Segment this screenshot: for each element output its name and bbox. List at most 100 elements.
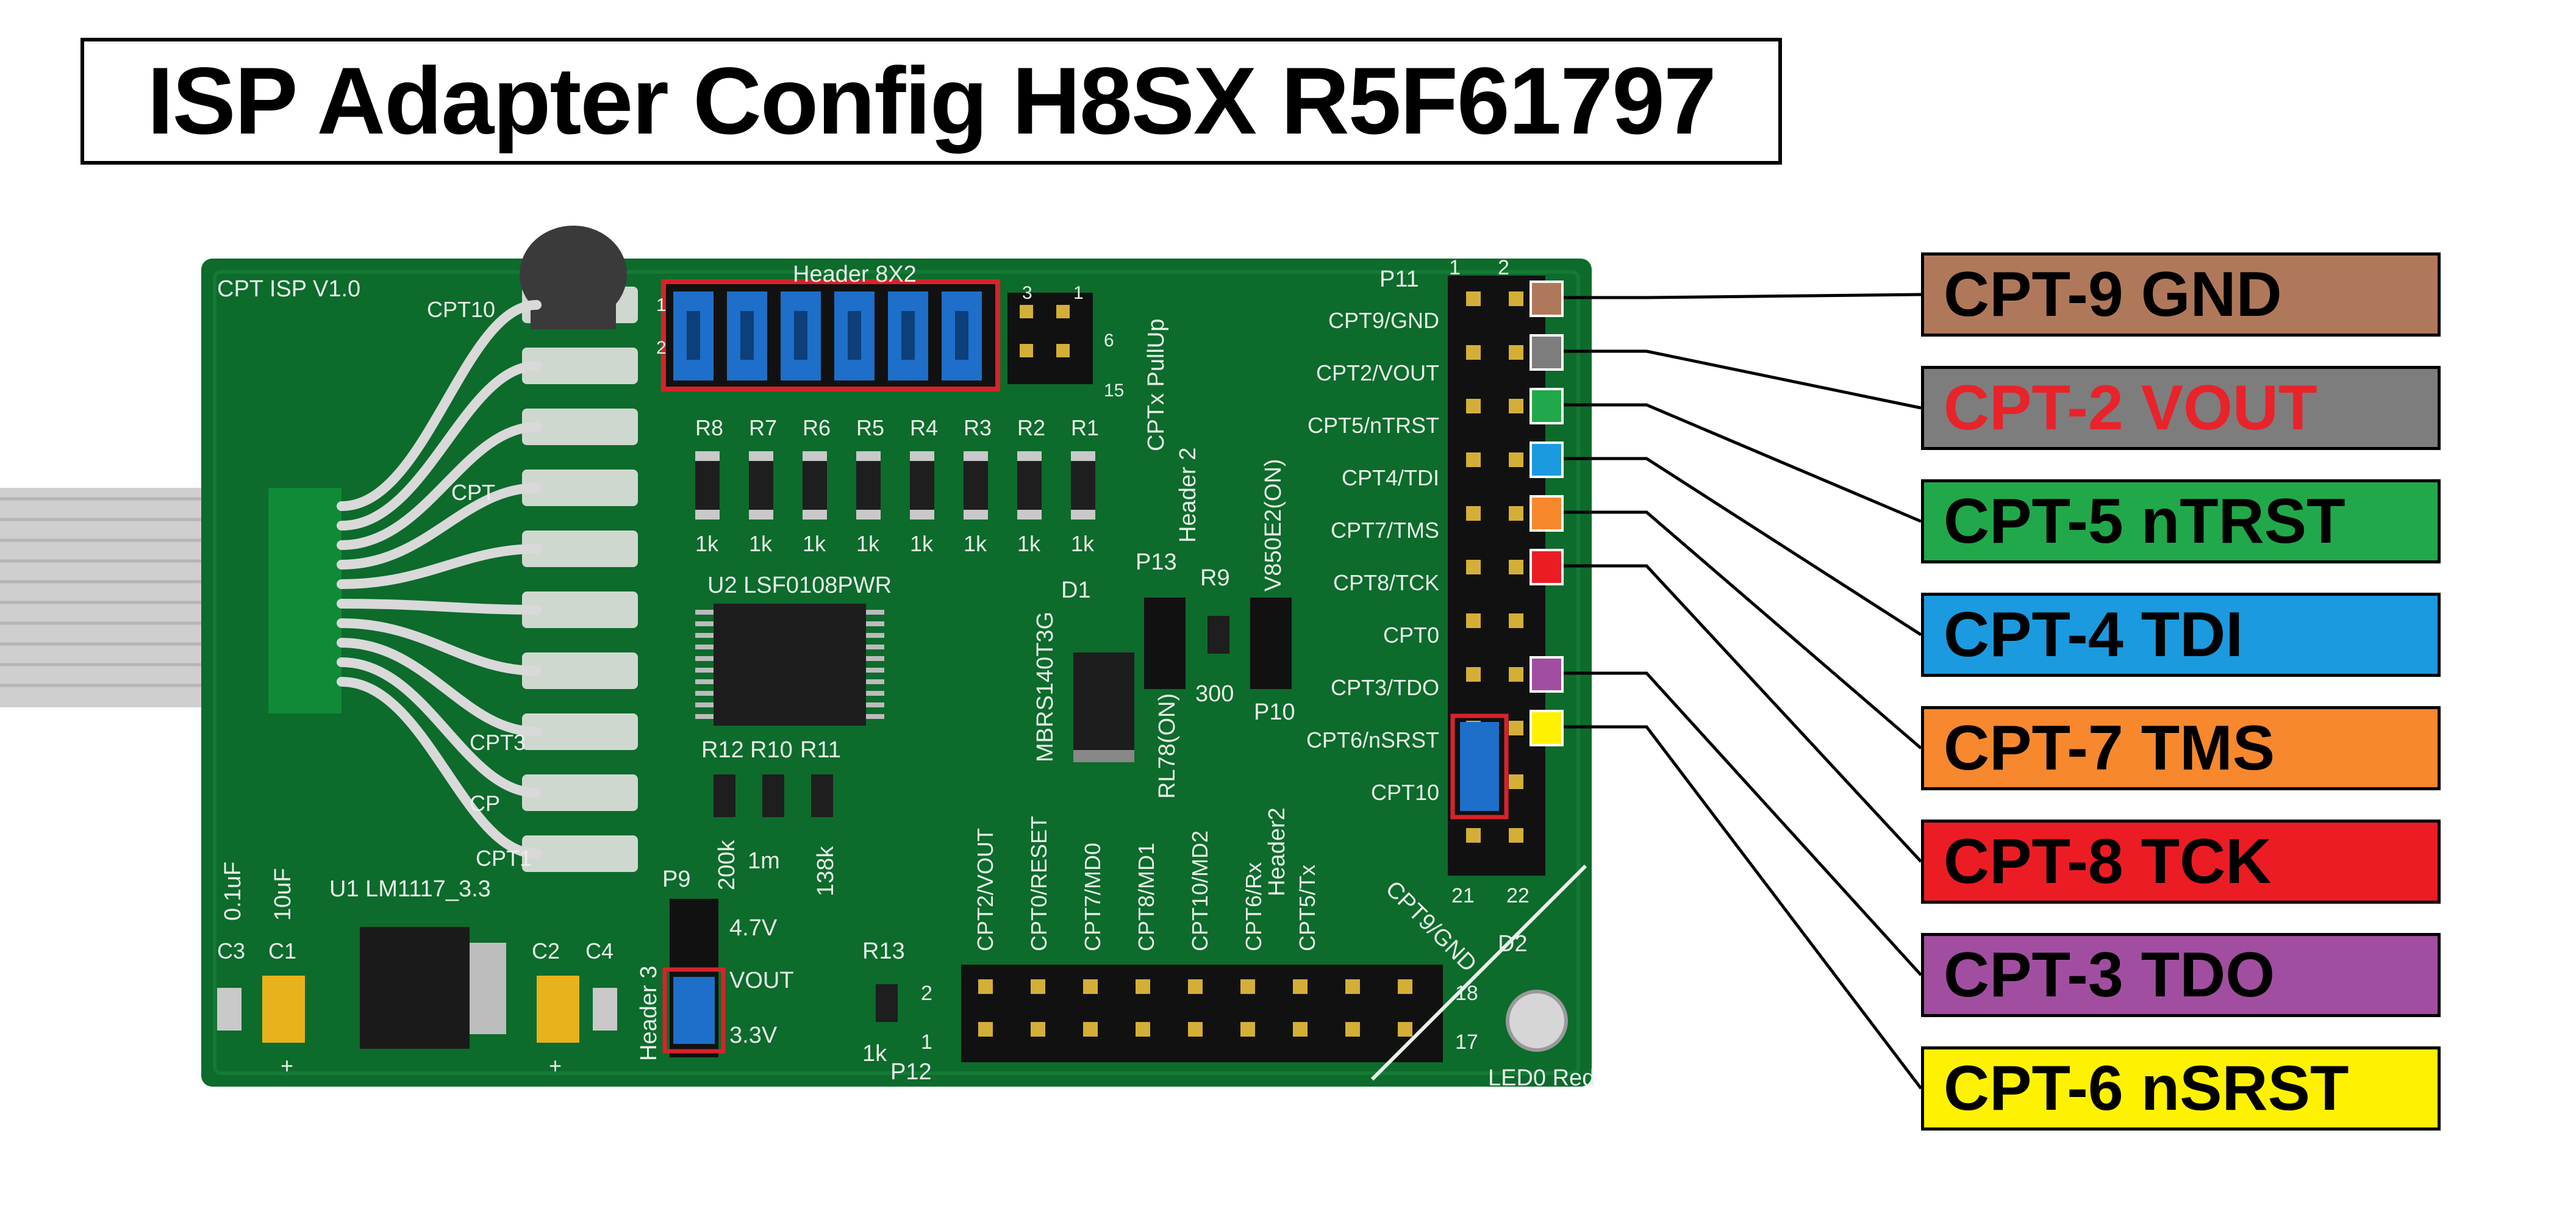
label-pin-number: 1 xyxy=(1073,283,1084,303)
wire xyxy=(337,483,542,570)
header-pin xyxy=(1509,613,1523,628)
solder-pad xyxy=(522,591,638,628)
label-side-pin: CPT8/TCK xyxy=(1333,570,1439,595)
label-p11: P11 xyxy=(1379,266,1419,292)
header-pin xyxy=(978,1022,993,1037)
label-side-pin: CPT2/VOUT xyxy=(1316,360,1439,385)
header-pin xyxy=(1509,291,1523,306)
wire xyxy=(337,422,542,550)
resistor-cap xyxy=(695,451,720,461)
ribbon-clamp xyxy=(268,488,342,713)
label-pin-number: 6 xyxy=(1104,331,1114,351)
label-left-pin: CPT xyxy=(451,480,495,505)
label-pullup: CPTx PullUp xyxy=(1143,319,1169,452)
label-resistor: R2 xyxy=(1017,415,1045,440)
label-resistor-value: 1k xyxy=(1071,531,1095,556)
ic-leg xyxy=(695,668,714,673)
resistor-cap xyxy=(1071,451,1095,461)
led-d2 xyxy=(1506,990,1568,1052)
jumper-slot xyxy=(955,311,968,360)
label-led: LED0 Red xyxy=(1488,1065,1595,1091)
label-resistor: R1 xyxy=(1071,415,1099,440)
label-header3: Header 3 xyxy=(636,966,662,1061)
label-p11-number: 2 xyxy=(1498,256,1509,279)
label-r10: R10 xyxy=(750,737,793,763)
label-r13-val: 1k xyxy=(862,1041,887,1067)
header-p13 xyxy=(1144,598,1186,689)
transistor xyxy=(520,226,627,329)
diode-d1 xyxy=(1073,652,1134,762)
leader-line xyxy=(1562,564,1922,863)
resistor-cap xyxy=(1071,510,1095,520)
ic-leg xyxy=(695,702,714,707)
jumper-p9 xyxy=(673,977,715,1044)
label-4-7v: 4.7V xyxy=(729,915,778,941)
label-p12-number: 18 xyxy=(1455,982,1478,1005)
label-capacitor: C2 xyxy=(532,938,560,963)
label-bottom-pin: CPT0/RESET xyxy=(1026,816,1051,951)
header-pin xyxy=(1188,979,1203,994)
board-name: CPT ISP V1.0 xyxy=(217,276,360,302)
header-pin xyxy=(1509,828,1523,843)
resistor-cap xyxy=(964,510,988,520)
label-left-pin: CPT1 xyxy=(476,846,532,871)
header-pin xyxy=(1345,1022,1360,1037)
resistor-cap xyxy=(856,451,881,461)
label-r12-val: 200k xyxy=(714,840,740,890)
resistor xyxy=(1017,461,1042,510)
ic-leg xyxy=(866,691,884,696)
label-resistor-value: 1k xyxy=(964,531,987,556)
label-resistor-value: 1k xyxy=(856,531,880,556)
wire xyxy=(337,544,542,589)
label-plus: + xyxy=(281,1053,293,1078)
callout-5: CPT-7 TMS xyxy=(1921,706,2441,790)
label-resistor: R3 xyxy=(964,415,992,440)
wire xyxy=(337,618,542,676)
resistor-r9 xyxy=(1208,616,1229,654)
label-capacitor: C1 xyxy=(268,938,296,963)
label-d2: D2 xyxy=(1498,931,1528,957)
label-left-pin: CPT3 xyxy=(470,730,526,755)
capacitor-c2 xyxy=(537,976,579,1043)
pin-color-marker xyxy=(1530,710,1564,746)
callout-4: CPT-4 TDI xyxy=(1921,593,2441,677)
label-resistor-value: 1k xyxy=(1017,531,1041,556)
header-pin xyxy=(1466,399,1481,413)
resistor-cap xyxy=(749,451,773,461)
label-pin-number: 3 xyxy=(1022,283,1032,303)
callout-6: CPT-8 TCK xyxy=(1921,820,2441,904)
ic-leg xyxy=(695,610,714,615)
label-p9: P9 xyxy=(662,866,690,892)
header-pin xyxy=(1083,979,1098,994)
leader-line xyxy=(1562,510,1922,749)
label-p10: P10 xyxy=(1254,699,1295,725)
header-pin xyxy=(1466,667,1481,682)
label-side-pin: CPT5/nTRST xyxy=(1308,413,1439,438)
resistor xyxy=(910,461,934,510)
wire xyxy=(337,638,542,737)
label-r13: R13 xyxy=(862,938,905,964)
header-pin xyxy=(1509,667,1523,682)
resistor xyxy=(1071,461,1095,510)
header-pin xyxy=(1509,721,1523,735)
pin-color-marker xyxy=(1530,441,1564,478)
header-pin xyxy=(1509,774,1523,789)
pin-color-marker xyxy=(1530,388,1564,424)
resistor-cap xyxy=(910,510,934,520)
leader-line xyxy=(1562,725,1922,1090)
ic-leg xyxy=(866,621,884,626)
resistor xyxy=(803,461,827,510)
solder-pad xyxy=(522,713,638,750)
solder-pad xyxy=(522,409,638,445)
label-header-top: Header 8X2 xyxy=(793,262,917,287)
resistor-cap xyxy=(803,510,827,520)
label-r9-val: 300 xyxy=(1195,681,1234,707)
ic-leg xyxy=(866,656,884,661)
ic-leg xyxy=(695,679,714,684)
header-pin xyxy=(1240,1022,1255,1037)
ic-leg xyxy=(695,656,714,661)
label-bottom-pin: CPT8/MD1 xyxy=(1134,843,1159,951)
label-bottom-pin: CPT7/MD0 xyxy=(1080,843,1105,951)
jumper-slot xyxy=(687,311,700,360)
